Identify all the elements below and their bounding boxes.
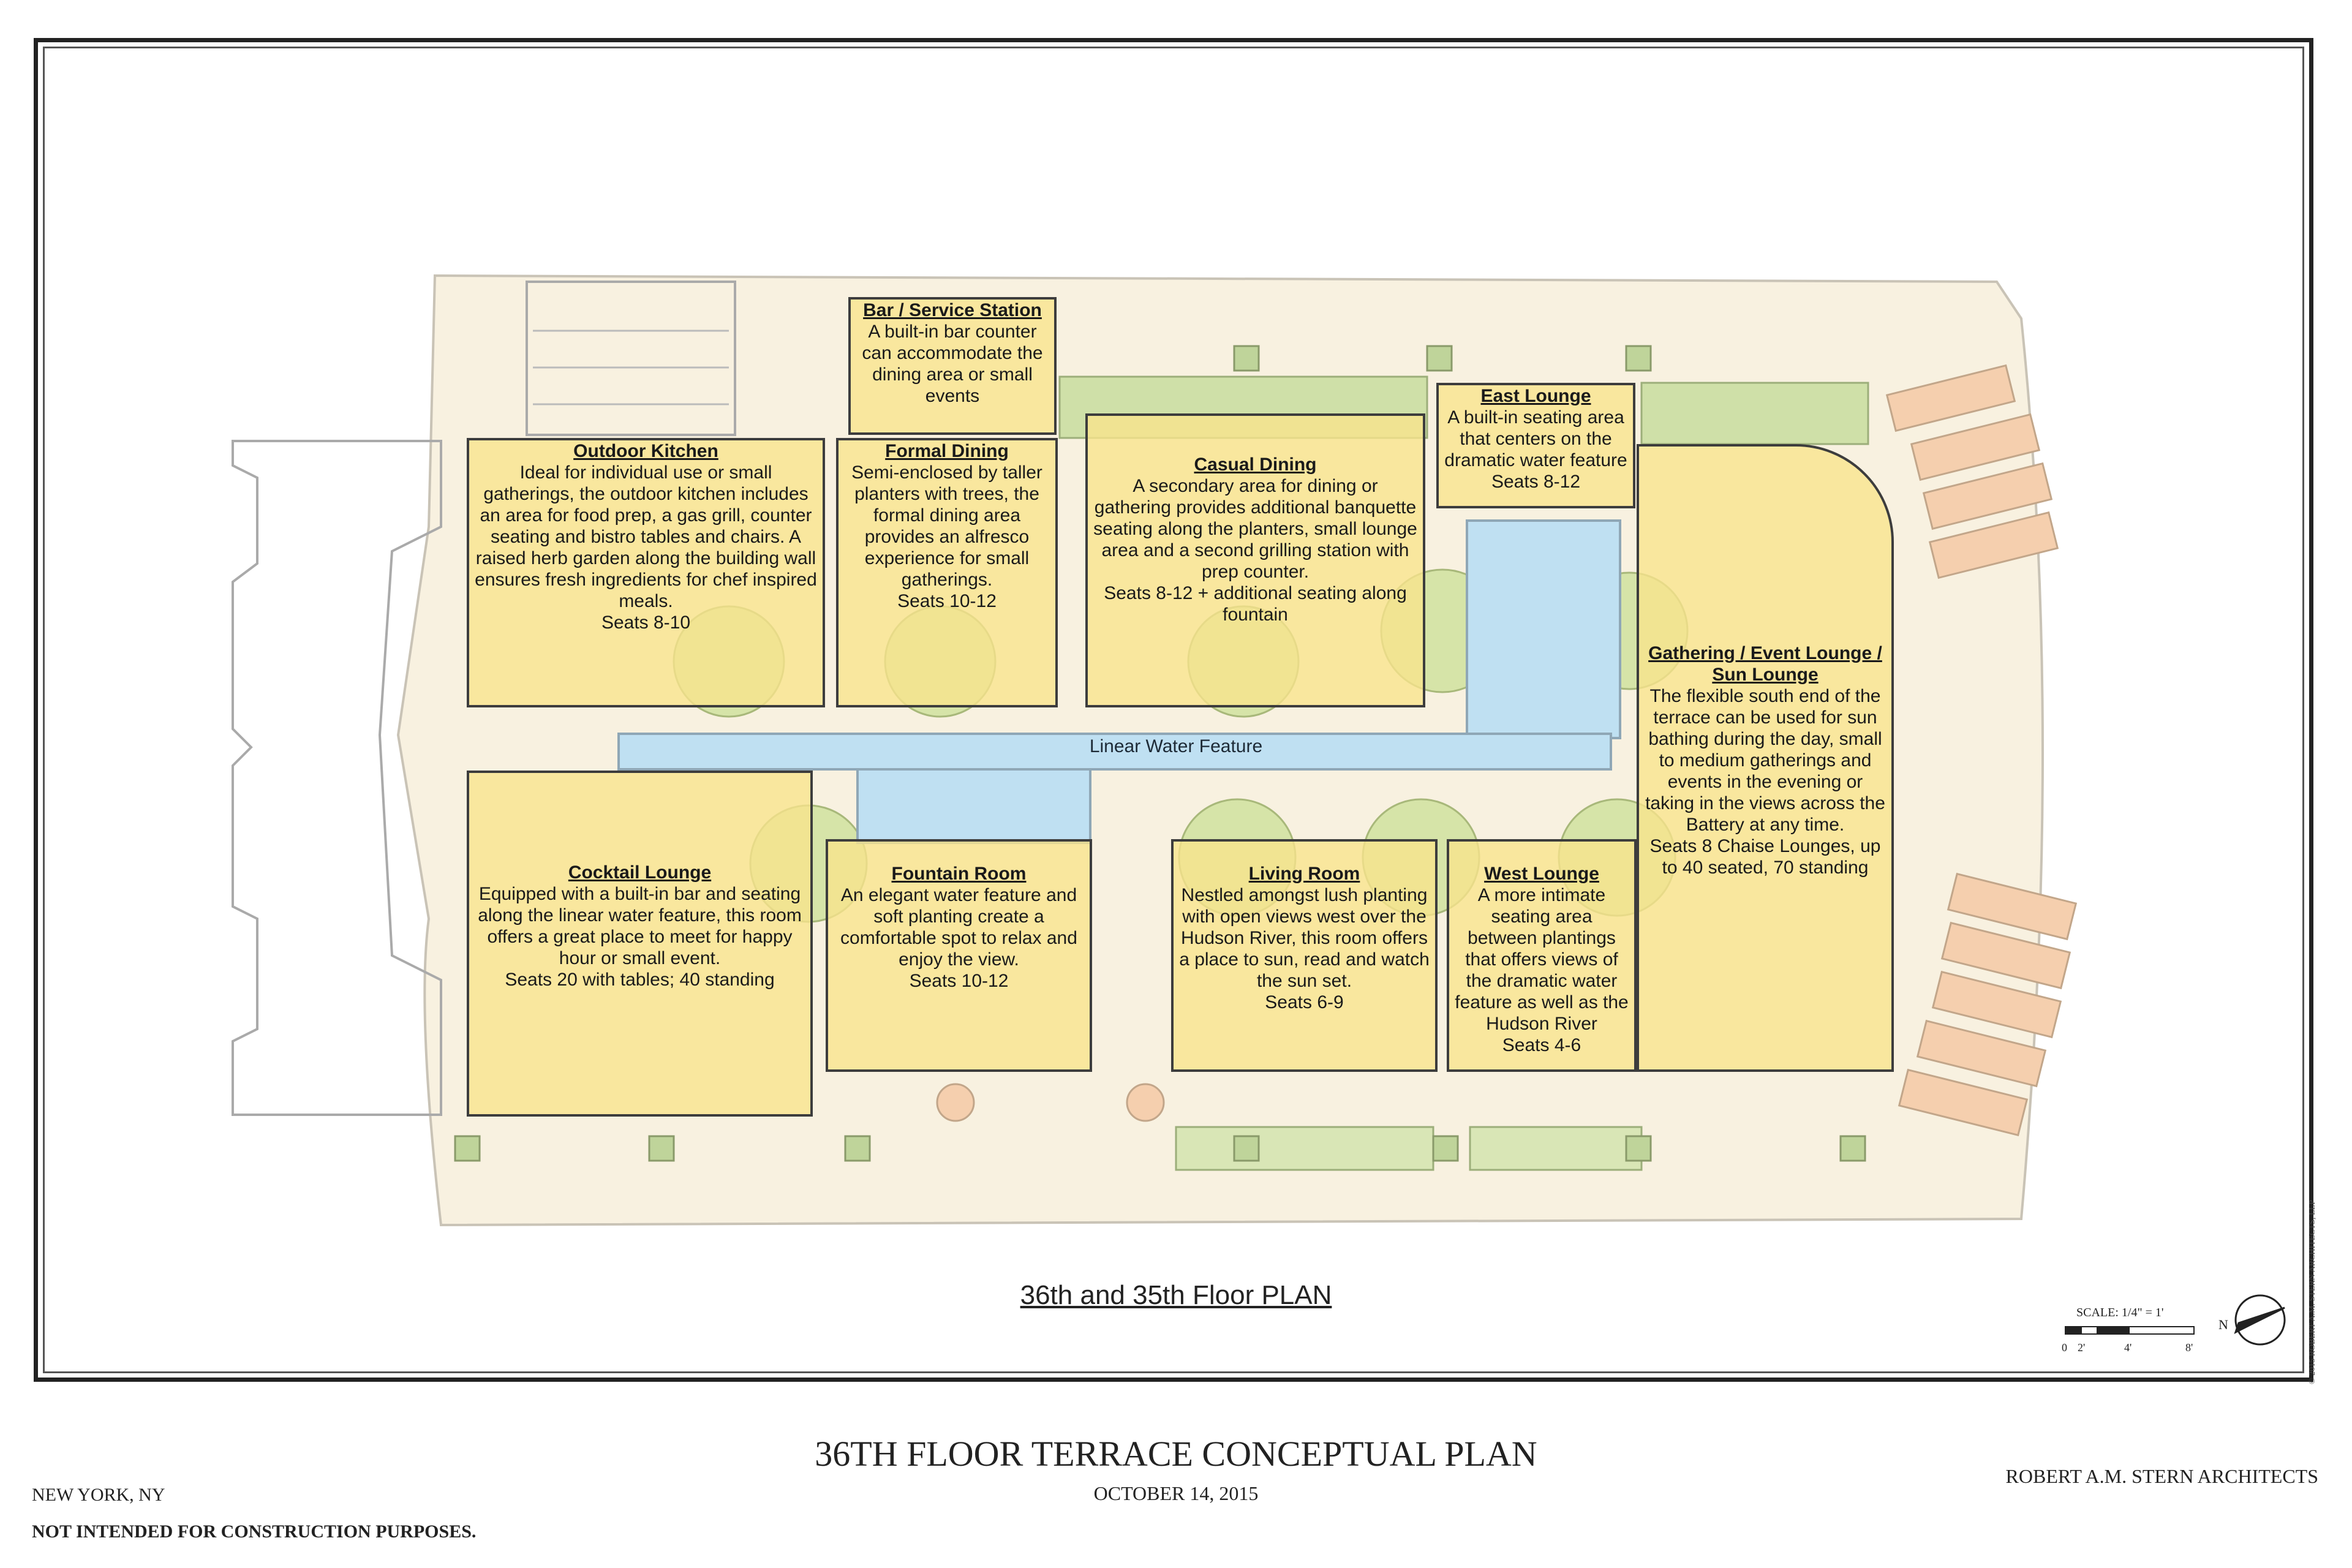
room-seats: Seats 6-9 [1265,992,1344,1012]
room-description: Equipped with a built-in bar and seating… [478,884,802,968]
room-title: Outdoor Kitchen [573,441,718,461]
room-description: An elegant water feature and soft planti… [840,885,1077,970]
room-title: Formal Dining [885,441,1009,461]
room-title: West Lounge [1484,864,1599,884]
scale-tick-0: 0 [2062,1341,2067,1354]
water-fountain-pool [856,768,1091,844]
room-description: A built-in bar counter can accommodate t… [862,322,1043,406]
construction-notice: NOT INTENDED FOR CONSTRUCTION PURPOSES. [32,1521,477,1542]
stair [526,281,736,436]
sheet-border-outer [34,38,2313,1382]
firm-name: ROBERT A.M. STERN ARCHITECTS [2005,1465,2318,1487]
sheet-border-inner [43,47,2304,1373]
room-description: Nestled amongst lush planting with open … [1179,885,1430,991]
room-title: East Lounge [1480,386,1591,406]
scale-tick-2: 2' [2078,1341,2086,1354]
room-cocktail-lounge[interactable]: Cocktail Lounge Equipped with a built-in… [467,771,813,1117]
scale-tick-8: 8' [2185,1341,2193,1354]
linear-water-feature-label: Linear Water Feature [1089,736,1263,756]
planter-south-1 [1175,1126,1434,1171]
room-description: Semi-enclosed by taller planters with tr… [851,462,1042,590]
room-title: Gathering / Event Lounge / Sun Lounge [1648,643,1882,685]
sheet-title: 36TH FLOOR TERRACE CONCEPTUAL PLAN [815,1434,1537,1474]
north-label: N [2218,1317,2228,1332]
sheet-date: OCTOBER 14, 2015 [1093,1482,1259,1504]
planter-east [1640,382,1869,445]
planter-south-2 [1469,1126,1643,1171]
copyright-note: © 2015 ROBERT A.M. STERN ARCHITECTS, LLP [2308,1200,2317,1384]
room-seats: Seats 8-12 [1491,472,1581,492]
room-title: Living Room [1248,864,1360,884]
room-casual-dining[interactable]: Casual Dining A secondary area for dinin… [1085,413,1425,707]
linear-water-feature [617,733,1612,771]
location: NEW YORK, NY [32,1485,165,1505]
room-title: Casual Dining [1194,454,1317,475]
room-seats: Seats 8-12 + additional seating along fo… [1104,583,1407,625]
room-outdoor-kitchen[interactable]: Outdoor Kitchen Ideal for individual use… [467,438,825,707]
scale-tick-4: 4' [2124,1341,2132,1354]
room-title: Bar / Service Station [863,300,1042,320]
room-title: Cocktail Lounge [568,862,712,883]
room-description: A built-in seating area that centers on … [1444,407,1627,470]
room-formal-dining[interactable]: Formal Dining Semi-enclosed by taller pl… [836,438,1058,707]
room-description: The flexible south end of the terrace ca… [1645,686,1885,835]
room-seats: Seats 4-6 [1502,1035,1581,1055]
room-living-room[interactable]: Living Room Nestled amongst lush plantin… [1171,839,1438,1072]
room-seats: Seats 10-12 [909,971,1009,991]
room-east-lounge[interactable]: East Lounge A built-in seating area that… [1436,383,1635,508]
water-east-pool [1466,519,1621,739]
room-bar-service-station[interactable]: Bar / Service Station A built-in bar cou… [848,297,1057,435]
plan-title: 36th and 35th Floor PLAN [1020,1280,1332,1310]
room-fountain-room[interactable]: Fountain Room An elegant water feature a… [826,839,1092,1072]
room-seats: Seats 8-10 [601,612,691,633]
north-arrow [2234,1294,2286,1346]
building-wall [232,440,442,1116]
room-description: Ideal for individual use or small gather… [475,462,817,611]
room-description: A more intimate seating area between pla… [1455,885,1629,1034]
scale-label: SCALE: 1/4" = 1' [2076,1306,2164,1319]
room-description: A secondary area for dining or gathering… [1093,476,1417,582]
room-seats: Seats 20 with tables; 40 standing [505,970,775,990]
room-gathering-event-sun-lounge[interactable]: Gathering / Event Lounge / Sun Lounge Th… [1637,444,1894,1072]
room-seats: Seats 10-12 [897,591,997,611]
room-west-lounge[interactable]: West Lounge A more intimate seating area… [1447,839,1637,1072]
scale-bar [2065,1326,2195,1335]
room-title: Fountain Room [891,864,1027,884]
room-seats: Seats 8 Chaise Lounges, up to 40 seated,… [1649,836,1881,878]
